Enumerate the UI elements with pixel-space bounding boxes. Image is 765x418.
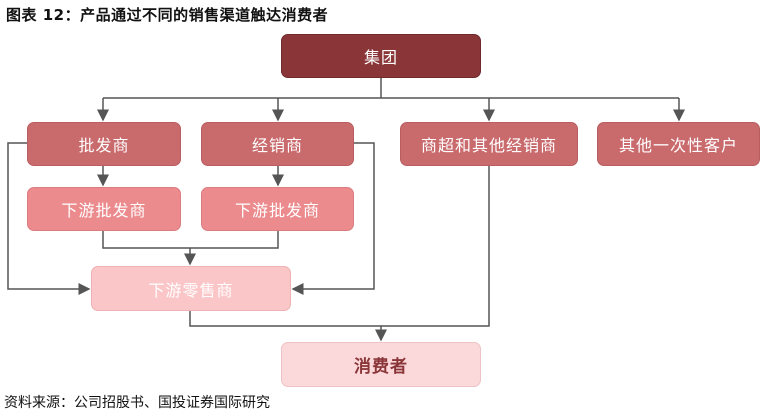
figure-source: 资料来源：公司招股书、国投证券国际研究 [4, 395, 270, 411]
node-other-customers: 其他一次性客户 [597, 122, 760, 166]
figure-title: 图表 12：产品通过不同的销售渠道触达消费者 [6, 6, 329, 24]
node-downstream-retailer: 下游零售商 [91, 266, 291, 311]
node-downstream-wholesaler-2: 下游批发商 [201, 187, 354, 231]
edge-dw1-merge [102, 231, 279, 249]
node-supermarket: 商超和其他经销商 [400, 122, 578, 166]
node-downstream-wholesaler-1: 下游批发商 [27, 187, 181, 231]
node-consumer: 消费者 [281, 342, 481, 387]
edge-supermarket-consumer [381, 166, 490, 327]
node-group: 集团 [281, 34, 481, 78]
edge-retailer-consumer [189, 311, 387, 342]
node-wholesaler: 批发商 [27, 122, 181, 166]
edge-wholesaler-retailer [7, 142, 91, 295]
node-distributor: 经销商 [201, 122, 354, 166]
edge-distributor-retailer [291, 142, 375, 295]
